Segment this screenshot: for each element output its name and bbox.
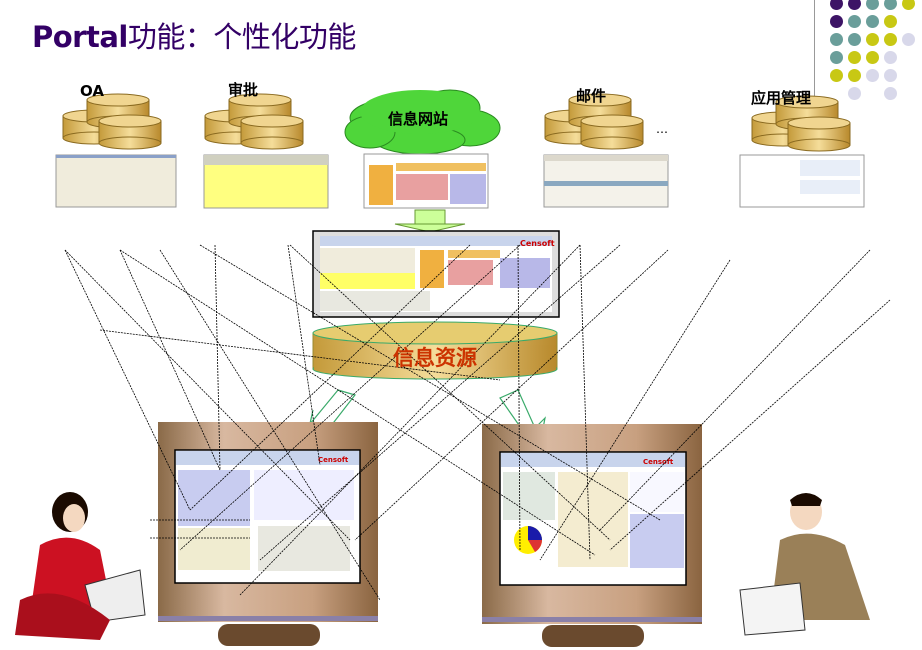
monitor-right: Censoft: [482, 424, 702, 647]
svg-text:Censoft: Censoft: [520, 239, 555, 248]
decorative-dot: [866, 51, 879, 64]
more-sources-ellipsis: …: [656, 122, 668, 136]
man-on-phone-figure: [739, 493, 870, 636]
dotted-connection-lines: [64, 244, 891, 601]
thumbnail-approval: [203, 154, 329, 209]
title-chinese: 功能：个性化功能: [127, 20, 357, 54]
hub-label: 信息资源: [393, 346, 477, 370]
decorative-dot: [830, 69, 843, 82]
decorative-dot: [884, 51, 897, 64]
source-label-app-management: 应用管理: [751, 89, 812, 107]
information-resource-cylinder: [312, 321, 558, 380]
title-latin: Portal: [32, 20, 128, 54]
svg-text:Censoft: Censoft: [318, 456, 349, 464]
decorative-dot: [848, 51, 861, 64]
decorative-dot: [848, 33, 861, 46]
decorative-dot: [866, 0, 879, 10]
cloud-shape: [344, 89, 501, 155]
decorative-dot: [902, 0, 915, 10]
database-stack-approval: [205, 94, 303, 149]
decorative-dot: [848, 15, 861, 28]
source-label-website: 信息网站: [388, 110, 449, 128]
decorative-dot: [884, 0, 897, 10]
database-stack-oa: [63, 94, 161, 149]
decorative-dot: [848, 87, 861, 100]
decorative-dot: [830, 0, 843, 10]
decorative-dot: [866, 69, 879, 82]
decorative-dot: [866, 33, 879, 46]
decorative-dot: [848, 0, 861, 10]
decorative-dot: [902, 33, 915, 46]
down-arrow: [394, 209, 466, 233]
decorative-dot: [830, 33, 843, 46]
source-label-approval: 审批: [228, 81, 259, 99]
thumbnail-website: [363, 153, 489, 209]
decorative-dot: [848, 69, 861, 82]
woman-with-laptop-figure: [15, 492, 146, 640]
decorative-divider: [814, 0, 815, 150]
decorative-dot: [884, 33, 897, 46]
thumbnail-oa: [55, 154, 177, 208]
source-label-mail: 邮件: [576, 87, 607, 105]
decorative-dot: [884, 69, 897, 82]
monitor-left: Censoft: [158, 422, 378, 646]
decorative-dot: [866, 15, 879, 28]
decorative-dot: [884, 15, 897, 28]
decorative-dot: [830, 51, 843, 64]
slide-title: Portal功能：个性化功能: [32, 14, 356, 56]
thumbnail-mail: [543, 154, 669, 208]
decorative-dot: [884, 87, 897, 100]
source-label-oa: OA: [80, 82, 104, 100]
svg-text:Censoft: Censoft: [643, 458, 674, 466]
thumbnail-app-management: [739, 154, 865, 208]
decorative-dot: [830, 15, 843, 28]
